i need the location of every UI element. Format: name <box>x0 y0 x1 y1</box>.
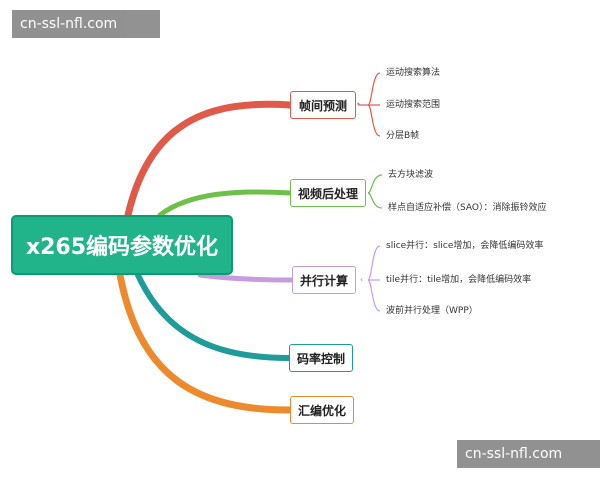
connector-video-postprocess <box>157 189 293 218</box>
connector-rate-control <box>135 272 292 361</box>
connector-frame-prediction <box>124 100 294 219</box>
root-node[interactable]: x265编码参数优化 <box>11 215 233 275</box>
leaf-deblocking-filter[interactable]: 去方块滤波 <box>388 170 434 180</box>
branch-label: 视频后处理 <box>297 186 358 201</box>
connector-asm-optimization <box>116 271 294 414</box>
leaf-tile-parallel[interactable]: tile并行：tile增加，会降低编码效率 <box>386 275 532 285</box>
branch-frame-prediction[interactable]: 帧间预测 <box>290 91 356 119</box>
branch-parallel-computing[interactable]: 并行计算 <box>292 266 356 294</box>
collapse-handle-icon[interactable]: ‹ <box>360 275 364 284</box>
leaf-hierarchical-b-frames[interactable]: 分层B帧 <box>386 131 420 141</box>
branch-label: 并行计算 <box>299 273 348 288</box>
branch-video-postprocess[interactable]: 视频后处理 <box>290 179 366 207</box>
watermark-top-left: cn-ssl-nfl.com <box>12 10 160 38</box>
branch-label: 帧间预测 <box>298 98 347 113</box>
watermark-bottom-right: cn-ssl-nfl.com <box>457 440 600 468</box>
branch-label: 汇编优化 <box>297 403 346 418</box>
collapse-handle-icon[interactable]: ‹ <box>368 188 372 197</box>
leaf-motion-search-range[interactable]: 运动搜索范围 <box>386 100 441 110</box>
connector-parallel-computing <box>197 272 295 283</box>
collapse-handle-icon[interactable]: • <box>356 100 361 109</box>
leaf-motion-search-algorithm[interactable]: 运动搜索算法 <box>386 68 441 78</box>
branch-asm-optimization[interactable]: 汇编优化 <box>290 396 354 424</box>
sub-connectors-frame-prediction <box>358 72 381 137</box>
sub-connectors-video-postprocess <box>367 174 383 209</box>
sub-connectors-parallel-computing <box>367 245 381 312</box>
leaf-wpp[interactable]: 波前并行处理（WPP） <box>386 306 478 316</box>
leaf-sao[interactable]: 样点自适应补偿（SAO）：消除振铃效应 <box>388 203 547 213</box>
leaf-slice-parallel[interactable]: slice并行：slice增加，会降低编码效率 <box>386 241 544 251</box>
branch-rate-control[interactable]: 码率控制 <box>289 344 353 372</box>
branch-label: 码率控制 <box>296 351 345 366</box>
